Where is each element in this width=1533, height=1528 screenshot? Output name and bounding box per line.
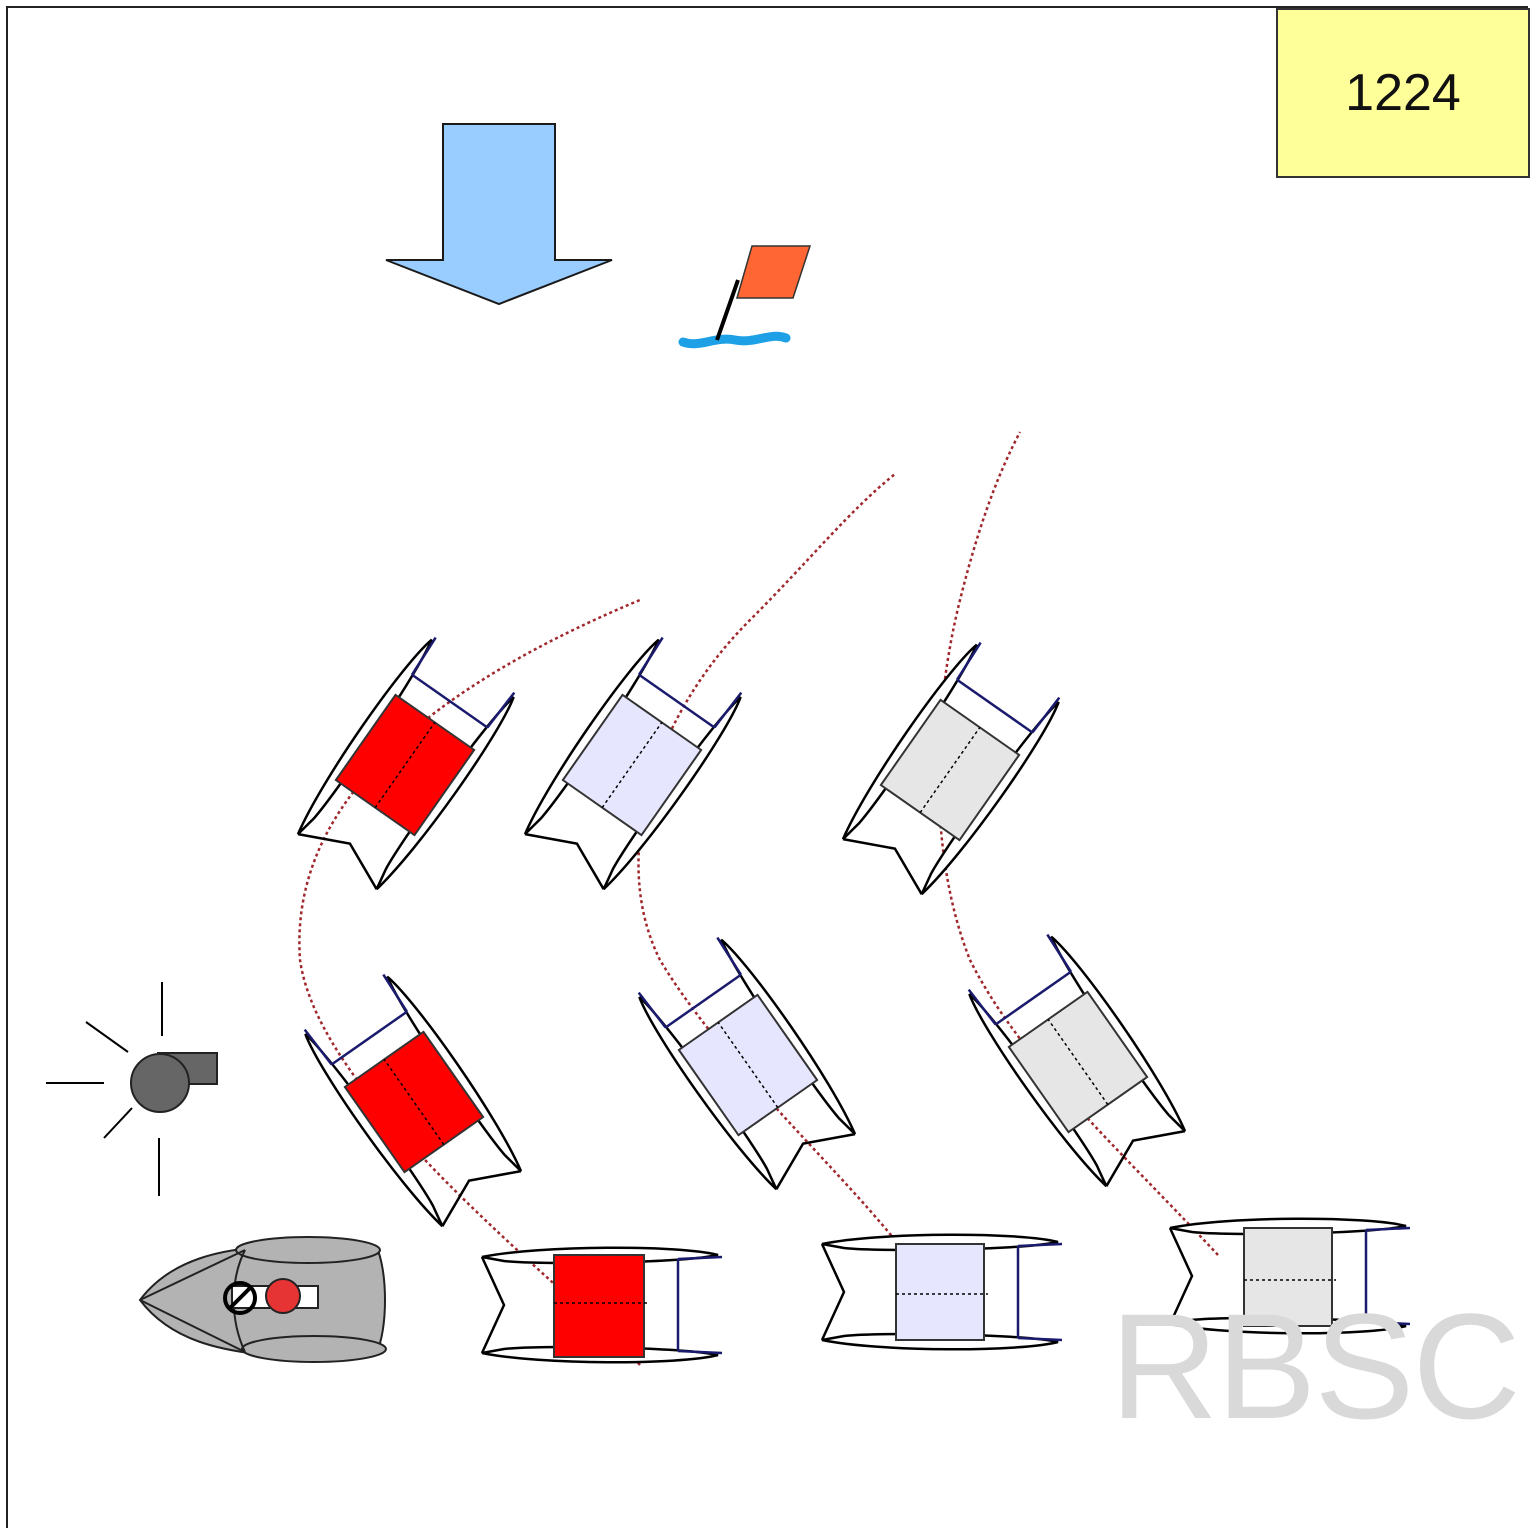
watermark-text: RBSC: [1110, 1282, 1519, 1450]
boat-grey-upper: [835, 637, 1066, 899]
boat-grey-middle: [961, 929, 1192, 1191]
boat-red-start: [482, 1248, 722, 1363]
boat-lavender-start: [822, 1235, 1062, 1350]
boat-lavender-middle: [631, 932, 862, 1194]
wind-arrow-icon: [386, 124, 612, 304]
mark-flag-icon: [683, 246, 810, 344]
boat-red-middle: [297, 969, 528, 1231]
boat-red-upper: [290, 632, 521, 894]
boat-tracks: [299, 432, 1218, 1365]
whistle-icon: [46, 982, 217, 1196]
committee-boat-icon: [140, 1237, 386, 1362]
diagram-number-badge: 1224: [1276, 8, 1530, 178]
track-lavender: [638, 474, 895, 1240]
diagram-number: 1224: [1345, 63, 1461, 123]
boat-lavender-upper: [517, 632, 748, 894]
